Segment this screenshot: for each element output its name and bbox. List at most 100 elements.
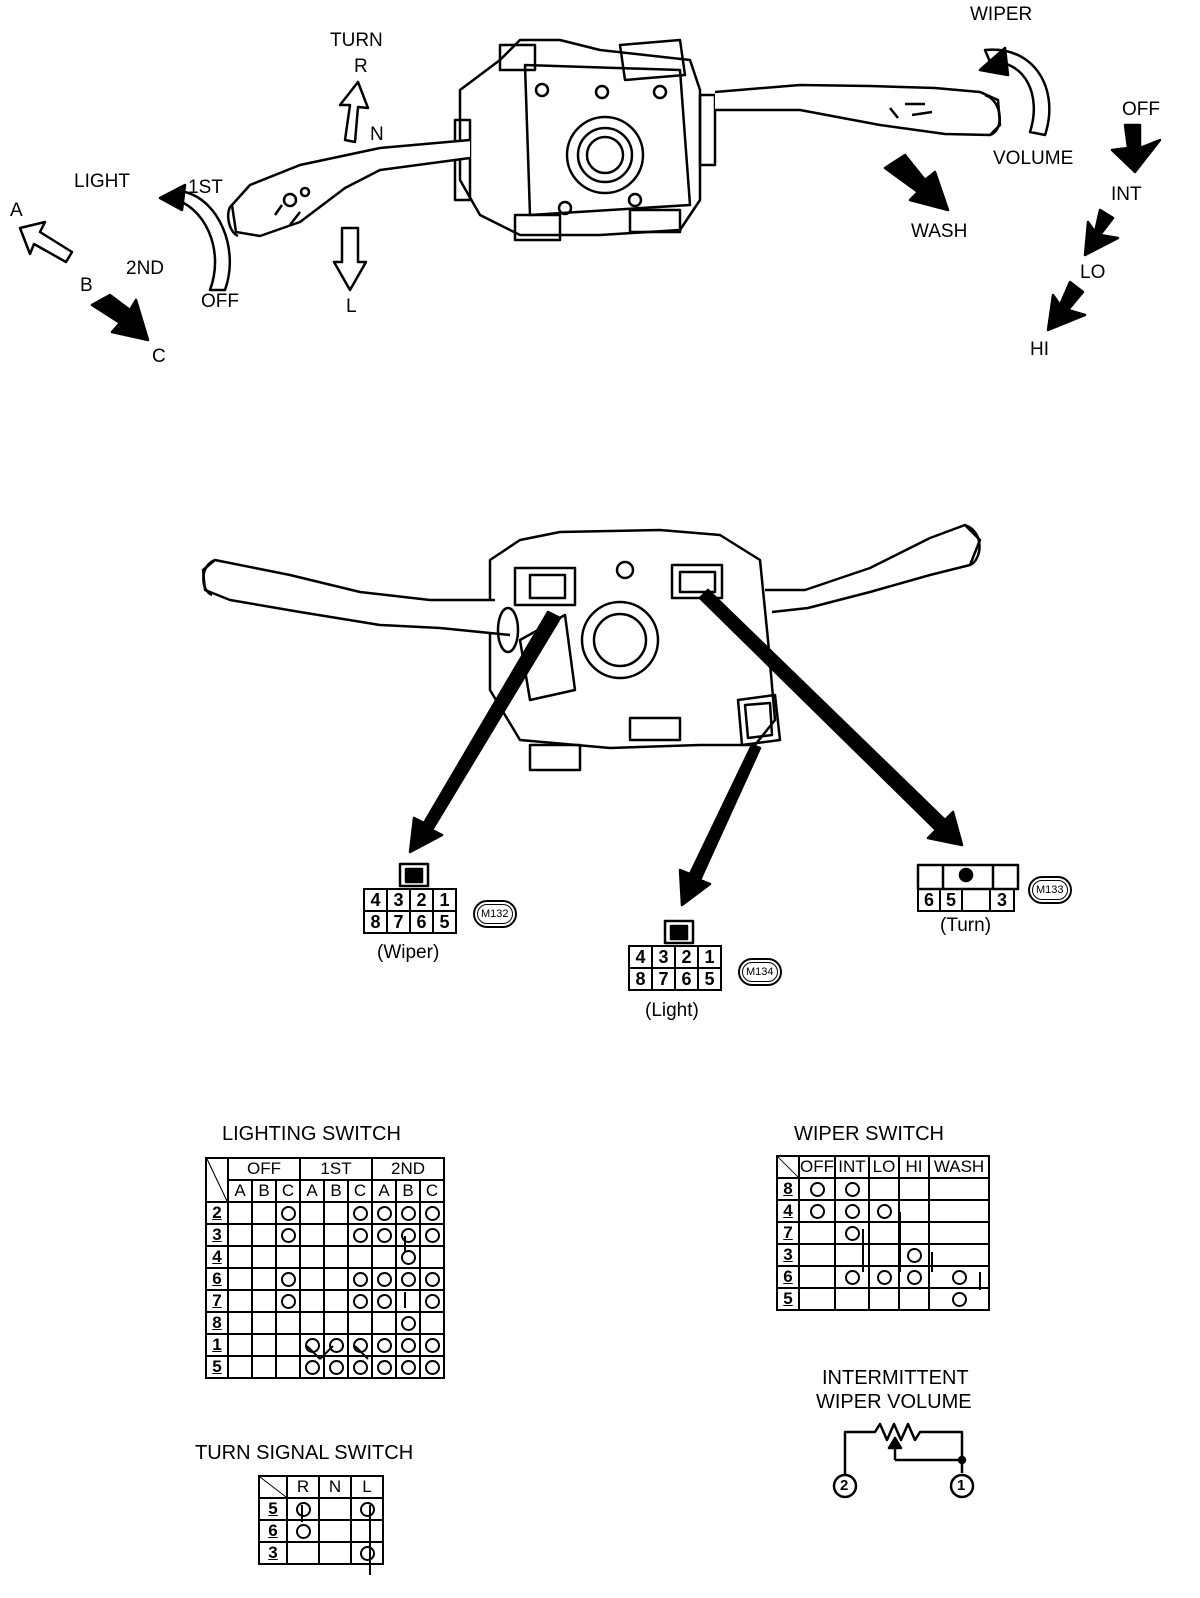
continuity-mark [400,1228,416,1244]
table-cell [286,1541,320,1565]
continuity-mark [876,1270,892,1286]
continuity-mark [400,1316,416,1332]
continuity-mark [304,1360,320,1376]
table-cell [419,1311,445,1335]
wiper-off-label: OFF [1122,99,1160,120]
table-row: 5 [776,1287,990,1311]
continuity-mark [400,1272,416,1288]
table-cell [834,1221,870,1245]
terminal-number: 7 [776,1221,800,1245]
table-cell [299,1289,325,1313]
volume-title-line2: WIPER VOLUME [816,1391,972,1413]
column-header: INT [834,1155,870,1179]
terminal-number: 4 [776,1199,800,1223]
turn-connector-pointer [698,588,964,847]
continuity-mark [424,1228,440,1244]
turn-connector-id: M133 [1028,876,1072,904]
column-header: B [395,1179,421,1203]
continuity-mark [328,1360,344,1376]
continuity-mark [951,1292,967,1308]
table-cell [834,1265,870,1289]
table-cell [798,1221,836,1245]
table-row: 7 [776,1221,990,1245]
turn-left-arrow [332,226,368,292]
turn-n-label: N [370,124,384,145]
table-row: 6 [205,1267,445,1291]
table-cell [347,1333,373,1357]
column-header: WASH [928,1155,990,1179]
table-row: 6 [258,1519,384,1543]
table-cell [318,1519,352,1543]
table-cell [318,1541,352,1565]
column-header: OFF [798,1155,836,1179]
table-row: 3 [258,1541,384,1565]
combination-switch-rear-illustration [201,523,982,772]
continuity-mark [809,1204,825,1220]
terminal: 1 [697,945,722,969]
table-cell [928,1287,990,1311]
table-row: 1 [205,1333,445,1357]
continuity-mark [295,1502,311,1518]
wiper-off-arrow [1110,123,1162,174]
terminal: 4 [363,888,388,912]
table-cell [275,1223,301,1247]
column-header: C [347,1179,373,1203]
terminal: 5 [939,888,963,912]
table-cell [419,1245,445,1269]
table-cell [371,1223,397,1247]
table-cell [395,1333,421,1357]
wiper-connector-terminals: 4 3 2 1 8 7 6 5 [363,888,457,934]
continuity-mark [424,1294,440,1310]
terminal-number: 8 [776,1177,800,1201]
table-cell [928,1221,990,1245]
light-c-label: C [152,346,166,367]
column-header: C [419,1179,445,1203]
table-row: 3 [776,1243,990,1267]
corner-cell [776,1155,800,1179]
table-cell [286,1519,320,1543]
table-cell [928,1265,990,1289]
continuity-mark [844,1226,860,1242]
table-cell [868,1265,900,1289]
terminal-number: 7 [205,1289,229,1313]
continuity-mark [352,1294,368,1310]
terminal-number: 5 [258,1497,288,1521]
continuity-mark [352,1206,368,1222]
column-header: R [286,1475,320,1499]
column-header: A [227,1179,253,1203]
turn-label: TURN [330,30,383,51]
table-cell [395,1311,421,1335]
terminal-number: 5 [205,1355,229,1379]
table-row: 8 [776,1177,990,1201]
turn-right-arrow [338,80,370,144]
terminal-number: 6 [205,1267,229,1291]
column-header: A [371,1179,397,1203]
table-cell [868,1287,900,1311]
table-cell [275,1311,301,1335]
table-cell [868,1177,900,1201]
table-cell [251,1223,277,1247]
corner-cell [258,1475,288,1499]
table-cell [419,1355,445,1379]
table-cell [251,1201,277,1225]
terminal-number: 3 [205,1223,229,1247]
table-cell [371,1245,397,1269]
table-row: 7 [205,1289,445,1313]
table-cell [371,1201,397,1225]
column-header: B [323,1179,349,1203]
volume-title-line1: INTERMITTENT [822,1367,969,1389]
table-cell [395,1245,421,1269]
continuity-mark [844,1182,860,1198]
table-cell [275,1267,301,1291]
continuity-mark [424,1360,440,1376]
terminal-number: 5 [776,1287,800,1311]
terminal: 3 [989,888,1015,912]
table-cell [868,1243,900,1267]
combination-switch-top-illustration [226,38,1002,242]
table-cell [227,1267,253,1291]
light-connector-terminals: 4 3 2 1 8 7 6 5 [628,945,722,991]
table-cell [798,1265,836,1289]
